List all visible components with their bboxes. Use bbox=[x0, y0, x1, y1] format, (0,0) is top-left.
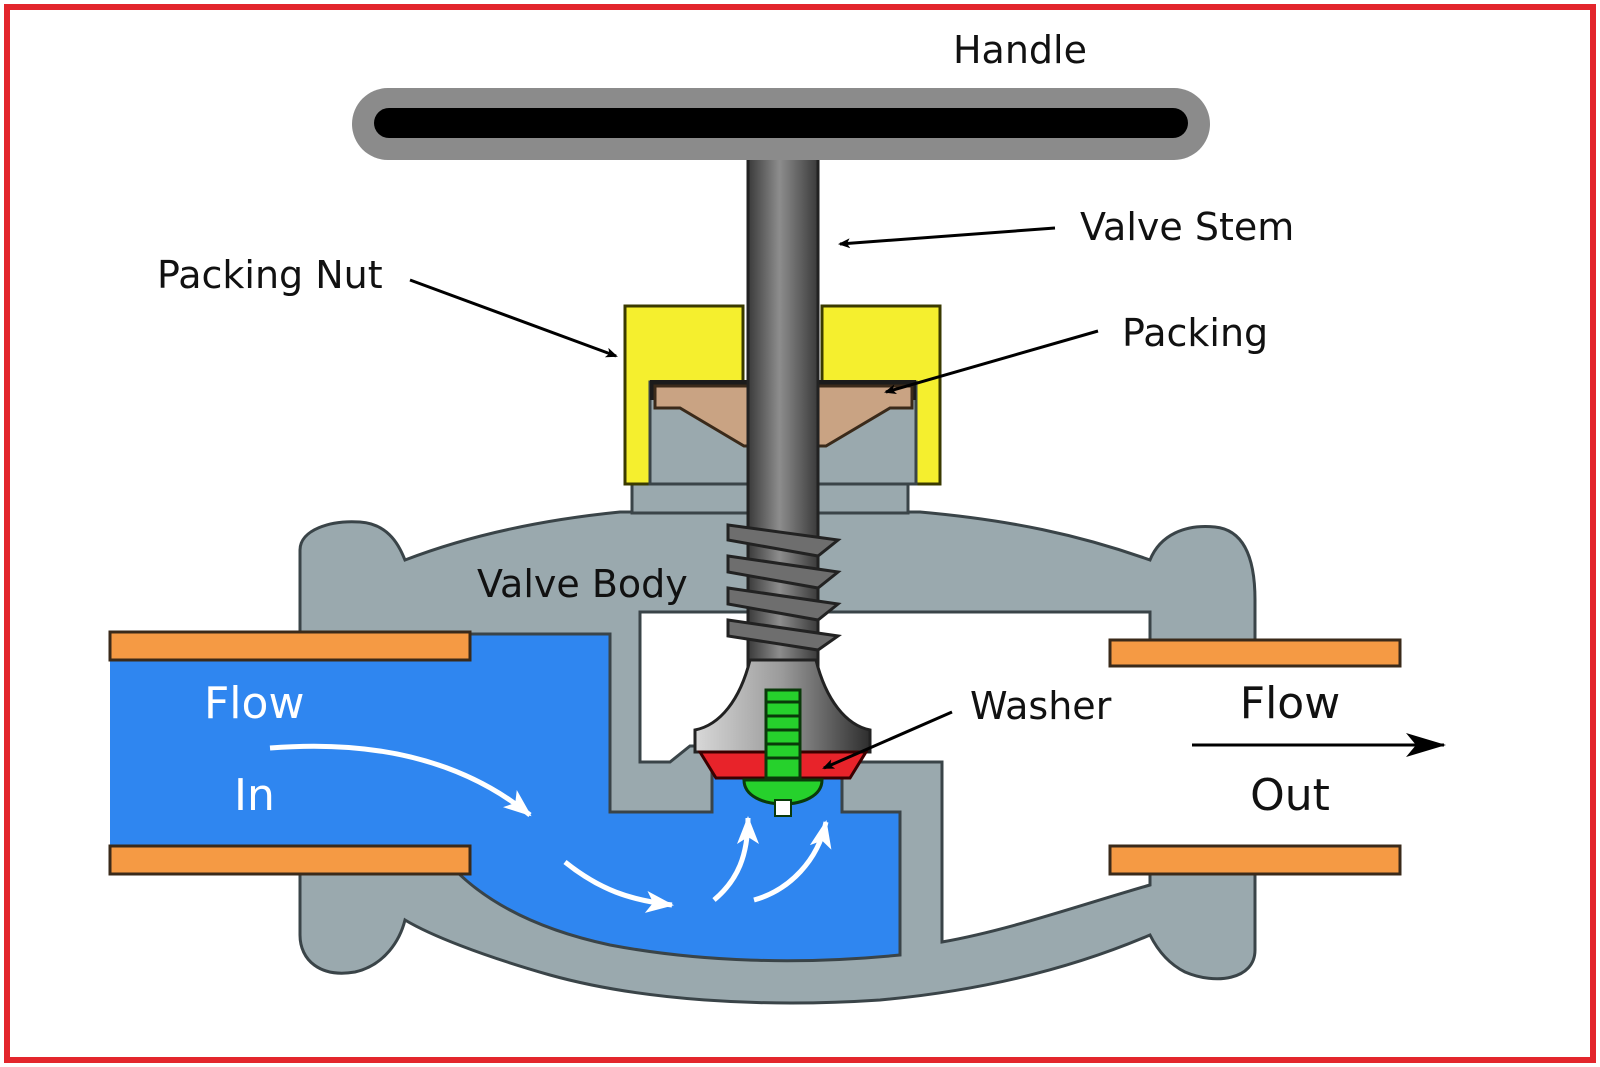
label-packing: Packing bbox=[1122, 311, 1268, 355]
label-handle: Handle bbox=[953, 28, 1087, 72]
label-valve-stem: Valve Stem bbox=[1080, 205, 1294, 249]
handle bbox=[352, 88, 1210, 160]
label-washer: Washer bbox=[970, 684, 1112, 728]
label-valve-body: Valve Body bbox=[477, 562, 688, 606]
label-flow-out-1: Flow bbox=[1240, 678, 1340, 729]
label-packing-nut: Packing Nut bbox=[157, 253, 383, 297]
leader-arrows bbox=[409, 226, 1099, 770]
screw bbox=[742, 688, 824, 817]
label-flow-out-2: Out bbox=[1250, 770, 1330, 821]
valve-stem bbox=[726, 148, 842, 672]
label-flow-in-1: Flow bbox=[204, 678, 304, 729]
outlet-pipe bbox=[1108, 638, 1402, 876]
label-flow-in-2: In bbox=[234, 770, 275, 821]
inlet-pipe bbox=[108, 630, 472, 876]
flow-arrows bbox=[269, 743, 832, 913]
